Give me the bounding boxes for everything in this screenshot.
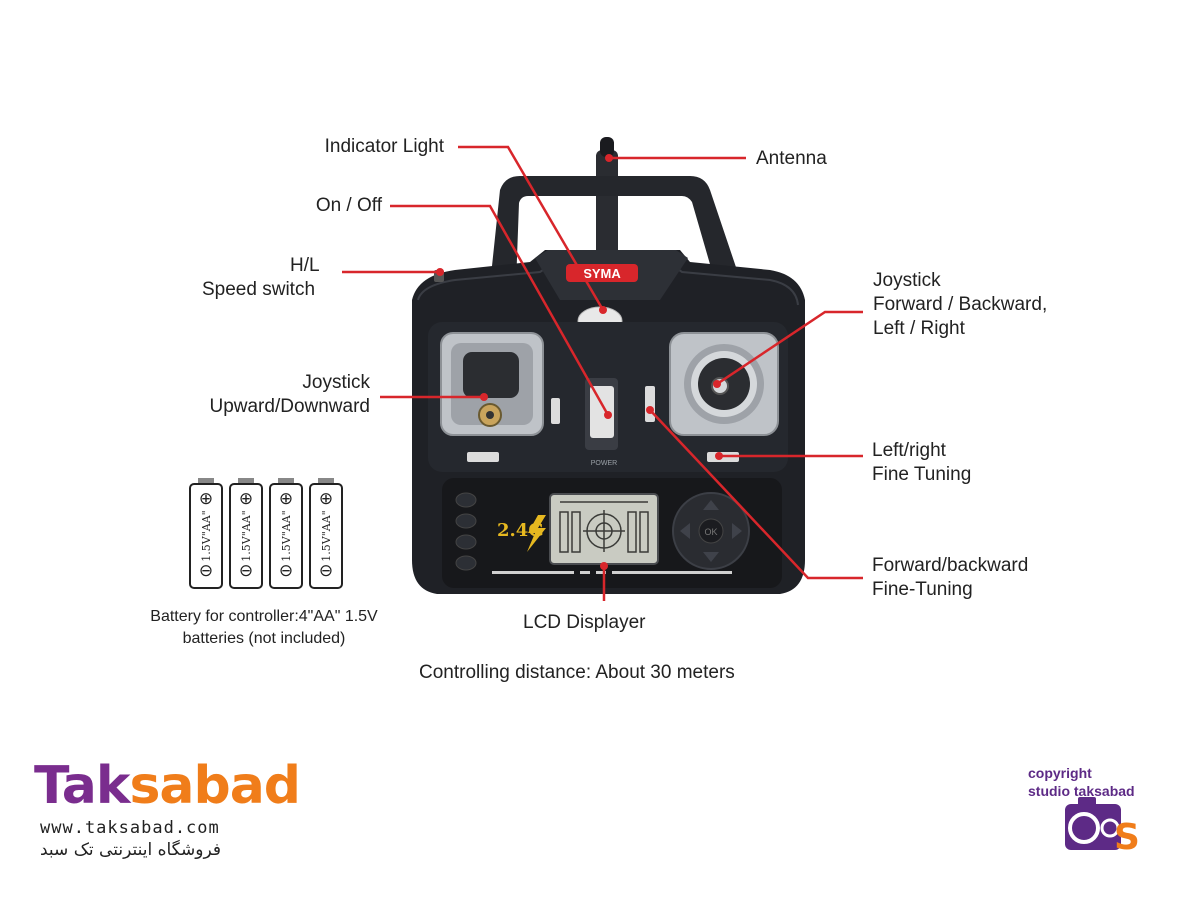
svg-text:⊖: ⊖: [279, 561, 293, 580]
label-hl-speed: H/L Speed switch: [202, 254, 342, 302]
svg-text:1.5V"AA": 1.5V"AA": [280, 510, 293, 561]
label-antenna: Antenna: [756, 147, 827, 171]
logo-part-tak: Tak: [34, 756, 130, 816]
svg-text:⊕: ⊕: [319, 489, 333, 508]
battery-2: ⊕ ⊖ 1.5V"AA": [229, 478, 263, 589]
label-joystick-fb-line3: Left / Right: [873, 318, 965, 339]
svg-text:⊕: ⊕: [239, 489, 253, 508]
callout-indicator-light: [458, 145, 605, 311]
battery-caption-line1: Battery for controller:4"AA" 1.5V: [150, 608, 378, 625]
label-joystick-fb: Joystick Forward / Backward, Left / Righ…: [873, 269, 1047, 341]
label-joystick-ud: Joystick Upward/Downward: [170, 371, 370, 419]
batteries: ⊕ ⊖ 1.5V"AA" ⊕ ⊖ 1.5V"AA" ⊕ ⊖ 1.5V"AA" ⊕…: [189, 478, 343, 589]
battery-caption: Battery for controller:4"AA" 1.5V batter…: [120, 606, 408, 650]
persian-tagline: فروشگاه اینترنتی تک سبد: [40, 840, 222, 860]
battery-1: ⊕ ⊖ 1.5V"AA": [189, 478, 223, 589]
badge-bolt: [527, 515, 546, 552]
battery-caption-line2: batteries (not included): [182, 630, 346, 647]
label-joystick-fb-line2: Forward / Backward,: [873, 294, 1048, 315]
label-lcd-text: LCD Displayer: [523, 612, 646, 633]
lcd-stripes: [492, 571, 732, 574]
controlling-distance: Controlling distance: About 30 meters: [419, 661, 735, 685]
copyright-line1: copyright: [1028, 765, 1092, 781]
label-joystick-fb-line1: Joystick: [873, 270, 941, 291]
syma-logo-text: SYMA: [583, 266, 621, 281]
logo-part-sabad: sabad: [129, 756, 301, 816]
left-vertical-trim[interactable]: [551, 398, 560, 424]
right-joystick[interactable]: [669, 332, 779, 436]
svg-text:1.5V"AA": 1.5V"AA": [240, 510, 253, 561]
label-antenna-text: Antenna: [756, 148, 827, 169]
power-label: POWER: [591, 460, 617, 467]
label-hl-speed-line2: Speed switch: [202, 279, 316, 300]
callout-on-off: [390, 204, 610, 416]
label-lr-fine-line2: Fine Tuning: [872, 464, 972, 485]
battery-3: ⊕ ⊖ 1.5V"AA": [269, 478, 303, 589]
lcd-contents: [559, 501, 649, 553]
power-switch[interactable]: [590, 386, 614, 438]
label-lcd: LCD Displayer: [523, 611, 645, 635]
label-fb-fine-line1: Forward/backward: [872, 555, 1029, 576]
dpad[interactable]: OK: [672, 492, 750, 570]
svg-text:⊖: ⊖: [199, 561, 213, 580]
label-indicator-light: Indicator Light: [268, 135, 444, 159]
label-indicator-light-text: Indicator Light: [324, 136, 444, 157]
svg-text:⊖: ⊖: [319, 561, 333, 580]
taksabad-logo: Taksabad: [34, 756, 301, 816]
label-joystick-ud-line1: Joystick: [302, 372, 370, 393]
battery-4: ⊕ ⊖ 1.5V"AA": [309, 478, 343, 589]
label-lr-fine: Left/right Fine Tuning: [872, 439, 971, 487]
right-vertical-trim[interactable]: [645, 386, 655, 422]
side-buttons[interactable]: [455, 492, 477, 571]
copyright-line2: studio taksabad: [1028, 783, 1135, 799]
svg-text:⊖: ⊖: [239, 561, 253, 580]
callout-fb-fine: [649, 409, 863, 580]
label-fb-fine-line2: Fine-Tuning: [872, 579, 973, 600]
callout-dots: [436, 154, 723, 570]
label-lr-fine-line1: Left/right: [872, 440, 946, 461]
label-on-off: On / Off: [244, 194, 382, 218]
callout-joystick-fb: [716, 310, 863, 386]
svg-text:⊕: ⊕: [199, 489, 213, 508]
website-url: www.taksabad.com: [40, 818, 220, 838]
copyright-note: copyright studio taksabad: [1028, 764, 1135, 800]
label-hl-speed-line1: H/L: [290, 255, 320, 276]
label-fb-fine: Forward/backward Fine-Tuning: [872, 554, 1028, 602]
label-joystick-ud-line2: Upward/Downward: [209, 396, 370, 417]
studio-camera-icon: [1065, 797, 1121, 850]
left-joystick[interactable]: [440, 332, 544, 436]
left-horizontal-trim[interactable]: [467, 452, 499, 462]
controlling-distance-text: Controlling distance: About 30 meters: [419, 662, 735, 683]
svg-text:OK: OK: [704, 527, 717, 537]
svg-text:1.5V"AA": 1.5V"AA": [200, 510, 213, 561]
label-on-off-text: On / Off: [315, 195, 382, 216]
lcd-badge: 2.4G: [497, 520, 544, 541]
callout-lines: [342, 145, 863, 601]
studio-badge-letter: S: [1114, 817, 1140, 858]
svg-text:1.5V"AA": 1.5V"AA": [320, 510, 333, 561]
svg-text:⊕: ⊕: [279, 489, 293, 508]
